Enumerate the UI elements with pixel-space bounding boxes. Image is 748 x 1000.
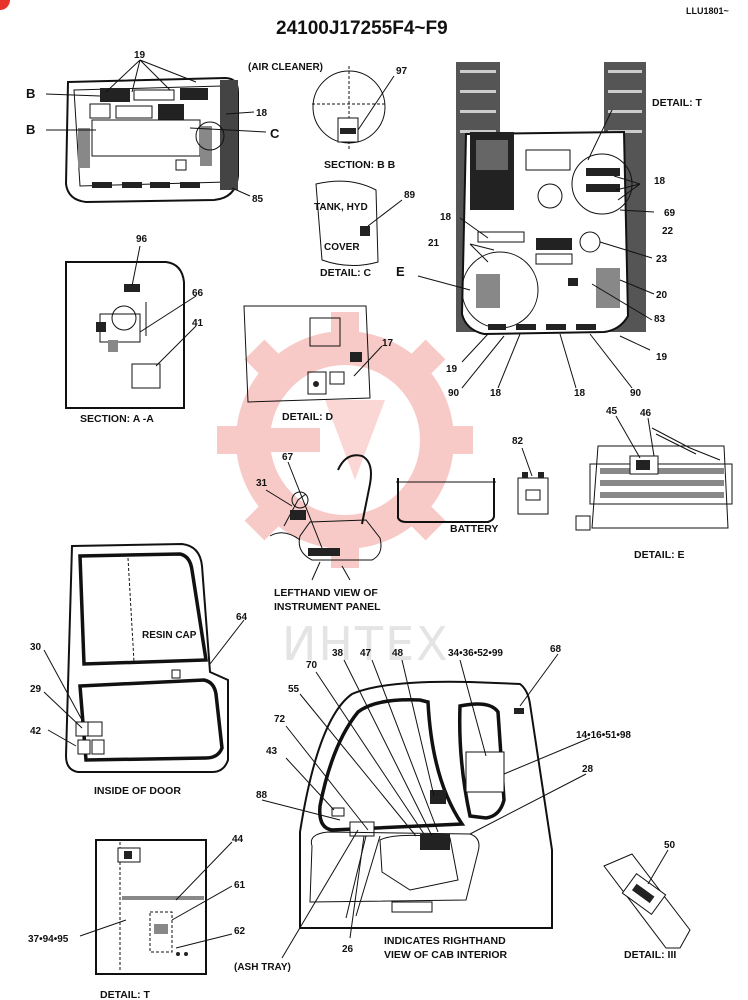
label-29: 29	[30, 684, 42, 695]
section-bb-caption: SECTION: B B	[324, 159, 396, 171]
section-aa-caption: SECTION: A -A	[80, 413, 154, 425]
label-44: 44	[232, 834, 244, 845]
label-50: 50	[664, 840, 676, 851]
label-62: 62	[234, 926, 246, 937]
label-26: 26	[342, 944, 354, 955]
label-31: 31	[256, 478, 268, 489]
ash-tray-label: (ASH TRAY)	[234, 962, 291, 973]
label-66: 66	[192, 288, 204, 299]
label-42: 42	[30, 726, 42, 737]
cab-caption-2: VIEW OF CAB INTERIOR	[384, 949, 508, 961]
label-61: 61	[234, 880, 246, 891]
label-90-b: 90	[630, 388, 642, 399]
label-30: 30	[30, 642, 42, 653]
label-18-b: 18	[654, 176, 666, 187]
label-22: 22	[662, 226, 674, 237]
serial-code: LLU1801~	[686, 6, 729, 16]
detail-d-caption: DETAIL: D	[282, 411, 334, 423]
label-b-upper: B	[26, 86, 35, 101]
label-72: 72	[274, 714, 286, 725]
detail-iii-caption: DETAIL: III	[624, 949, 676, 961]
label-c: C	[270, 126, 280, 141]
label-46: 46	[640, 408, 652, 419]
cover-label: COVER	[324, 242, 360, 253]
label-18-d: 18	[490, 388, 502, 399]
label-70: 70	[306, 660, 318, 671]
resin-cap-label: RESIN CAP	[142, 630, 197, 641]
label-18-e: 18	[574, 388, 586, 399]
label-68: 68	[550, 644, 562, 655]
label-55: 55	[288, 684, 300, 695]
label-28: 28	[582, 764, 594, 775]
label-37-94-95: 37•94•95	[28, 934, 69, 945]
label-14-16-51-98: 14•16•51•98	[576, 730, 631, 741]
label-47: 47	[360, 648, 372, 659]
label-b-lower: B	[26, 122, 35, 137]
battery-view	[396, 447, 549, 523]
label-19-b: 19	[446, 364, 458, 375]
label-45: 45	[606, 406, 618, 417]
label-85: 85	[252, 194, 264, 205]
label-20: 20	[656, 290, 668, 301]
air-cleaner-label: (AIR CLEANER)	[248, 62, 323, 73]
detail-d-view	[243, 305, 383, 403]
instrument-panel-caption-2: INSTRUMENT PANEL	[274, 601, 381, 613]
label-69: 69	[664, 208, 676, 219]
detail-c-caption: DETAIL: C	[320, 267, 372, 279]
label-19-c: 19	[656, 352, 668, 363]
label-90-a: 90	[448, 388, 460, 399]
label-38: 38	[332, 648, 344, 659]
watermark-text: ИНТЕХ	[282, 617, 450, 671]
track-block-icon	[220, 80, 238, 190]
cab-interior-view	[261, 653, 591, 959]
detail-c-view	[315, 180, 403, 266]
label-89: 89	[404, 190, 416, 201]
top-right-plan-view	[417, 62, 655, 389]
label-64: 64	[236, 612, 248, 623]
battery-caption: BATTERY	[450, 523, 498, 535]
detail-t-bottom-view	[79, 839, 233, 975]
instrument-panel-caption-1: LEFTHAND VIEW OF	[274, 587, 378, 599]
label-17: 17	[382, 338, 394, 349]
label-97: 97	[396, 66, 408, 77]
label-21: 21	[428, 238, 440, 249]
detail-t-top-label: DETAIL: T	[652, 97, 703, 109]
diagram-title: 24100J17255F4~F9	[276, 18, 448, 39]
corner-badge-icon	[0, 0, 10, 10]
cab-caption-1: INDICATES RIGHTHAND	[384, 935, 506, 947]
label-48: 48	[392, 648, 404, 659]
tank-hyd-label: TANK, HYD	[314, 202, 368, 213]
detail-iii-view	[603, 849, 691, 949]
label-18-a: 18	[256, 108, 268, 119]
label-34-36-52-99: 34•36•52•99	[448, 648, 503, 659]
detail-e-caption: DETAIL: E	[634, 549, 685, 561]
label-23: 23	[656, 254, 668, 265]
label-18-c: 18	[440, 212, 452, 223]
door-caption: INSIDE OF DOOR	[94, 785, 181, 797]
watermark-logo: ИНТЕХ	[217, 312, 473, 671]
label-e: E	[396, 264, 405, 279]
instrument-panel-view	[265, 454, 382, 581]
label-43: 43	[266, 746, 278, 757]
detail-e-view	[575, 415, 733, 531]
watermark-gear-icon	[217, 312, 473, 568]
label-96: 96	[136, 234, 148, 245]
door-view	[43, 542, 245, 773]
label-19-a: 19	[134, 50, 146, 61]
top-left-plan-view	[45, 59, 267, 204]
label-88: 88	[256, 790, 268, 801]
label-83: 83	[654, 314, 666, 325]
label-82: 82	[512, 436, 524, 447]
detail-t-bottom-caption: DETAIL: T	[100, 989, 151, 1000]
section-bb-view	[312, 66, 395, 150]
label-67: 67	[282, 452, 294, 463]
section-aa-view	[65, 245, 197, 409]
label-41: 41	[192, 318, 204, 329]
